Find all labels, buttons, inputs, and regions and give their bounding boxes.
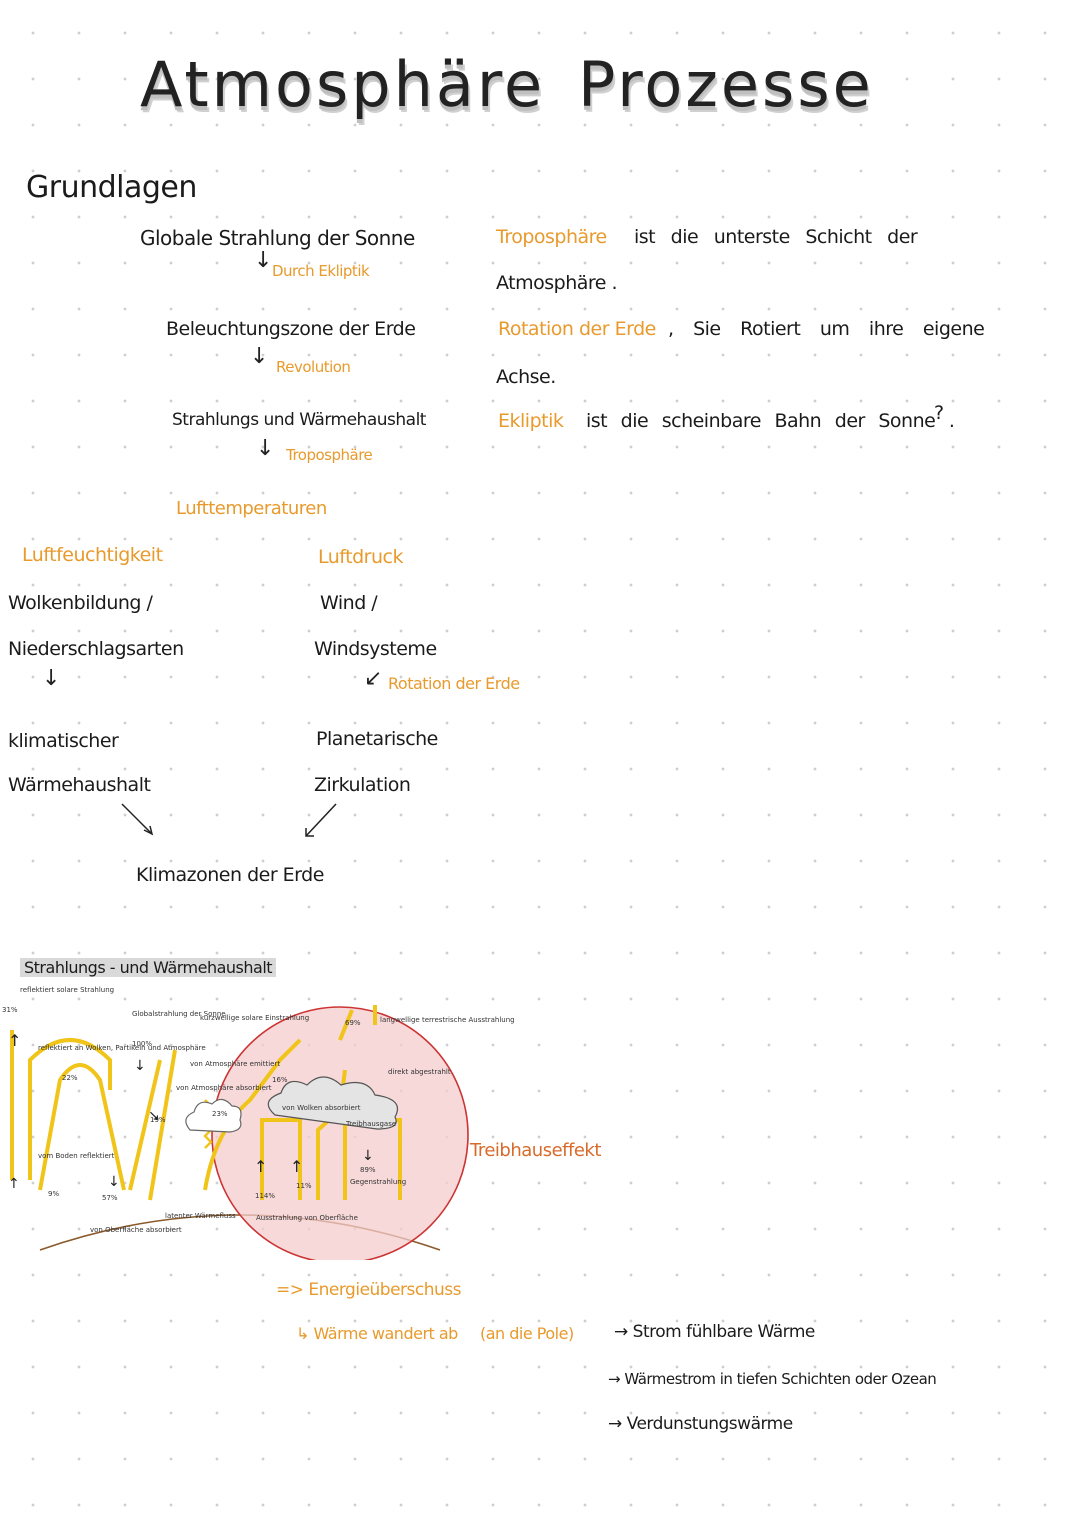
svg-text:23%: 23% (212, 1110, 228, 1118)
flow-right-note: Rotation der Erde (388, 674, 520, 693)
down-arrow-icon: ↓ (256, 436, 275, 461)
svg-text:↓: ↓ (134, 1058, 146, 1074)
svg-text:↓: ↓ (108, 1174, 120, 1190)
svg-text:↑: ↑ (8, 1031, 21, 1050)
svg-text:89%: 89% (360, 1166, 376, 1174)
svg-text:Gegenstrahlung: Gegenstrahlung (350, 1178, 406, 1186)
bullet-2: → Wärmestrom in tiefen Schichten oder Oz… (608, 1370, 937, 1388)
flow-left-4: Wärmehaushalt (8, 774, 151, 796)
flow-step-3: Strahlungs und Wärmehaushalt (172, 410, 426, 430)
svg-text:latenter Wärmefluss: latenter Wärmefluss (165, 1212, 236, 1220)
svg-text:langwellige terrestrische Auss: langwellige terrestrische Ausstrahlung (380, 1016, 515, 1024)
flow-right-1: Wind / (320, 592, 378, 614)
svg-text:reflektiert solare Strahlung: reflektiert solare Strahlung (20, 986, 114, 994)
svg-text:direkt abgestrahlt: direkt abgestrahlt (388, 1068, 451, 1076)
flow-left-3: klimatischer (8, 730, 119, 752)
cloud-icon (185, 1098, 242, 1133)
svg-text:von Atmosphäre emittiert: von Atmosphäre emittiert (190, 1060, 280, 1068)
svg-text:16%: 16% (272, 1076, 288, 1084)
to-poles: (an die Pole) (480, 1324, 574, 1343)
svg-text:↘: ↘ (148, 1108, 160, 1124)
svg-text:kurzwellige solare Einstrahlun: kurzwellige solare Einstrahlung (200, 1014, 309, 1022)
def-2-term: Rotation der Erde (498, 318, 656, 340)
flow-step-2: Beleuchtungszone der Erde (166, 318, 416, 340)
svg-text:reflektiert an Wolken, Partike: reflektiert an Wolken, Partikeln und Atm… (38, 1044, 206, 1052)
flow-step-1: Globale Strahlung der Sonne (140, 226, 415, 250)
down-arrow-icon: ↓ (254, 248, 273, 273)
page-title-part1: Atmosphäre (140, 48, 546, 121)
down-arrow-icon: ↓ (42, 666, 61, 691)
flow-right-head: Luftdruck (318, 546, 403, 568)
flow-right-4: Zirkulation (314, 774, 411, 796)
svg-text:19%: 19% (150, 1116, 166, 1124)
svg-text:9%: 9% (48, 1190, 59, 1198)
radiation-diagram: reflektiert solare Strahlung 31% Globals… (2, 986, 515, 1260)
svg-text:von Atmosphäre absorbiert: von Atmosphäre absorbiert (176, 1084, 272, 1092)
flow-note-3: Troposphäre (286, 446, 373, 464)
diagram-heading: Strahlungs - und Wärmehaushalt (20, 958, 277, 977)
energy-surplus: => Energieüberschuss (276, 1280, 462, 1300)
def-3-text: ist die scheinbare Bahn der Sonne . (586, 410, 955, 432)
svg-text:Globalstrahlung der Sonne: Globalstrahlung der Sonne (132, 1010, 226, 1018)
page-title-part2: Prozesse (578, 48, 874, 121)
svg-text:Treibhausgase: Treibhausgase (345, 1120, 396, 1128)
svg-text:↑: ↑ (8, 1176, 20, 1192)
bullet-1: → Strom fühlbare Wärme (614, 1322, 815, 1342)
svg-text:57%: 57% (102, 1194, 118, 1202)
svg-text:31%: 31% (2, 1006, 18, 1014)
greenhouse-label: Treibhauseffekt (470, 1140, 601, 1161)
def-1-term: Troposphäre (496, 226, 607, 248)
flow-note-2: Revolution (276, 358, 351, 376)
def-3-term: Ekliptik (498, 410, 564, 432)
svg-text:von Wolken absorbiert: von Wolken absorbiert (282, 1104, 361, 1112)
radiation-flows (10, 1005, 402, 1201)
merge-arrows (121, 803, 337, 837)
svg-text:↓: ↓ (362, 1148, 374, 1164)
def-1-text: ist die unterste Schicht der (634, 226, 918, 248)
flow-left-head: Luftfeuchtigkeit (22, 544, 163, 566)
svg-text:↑: ↑ (254, 1157, 267, 1176)
svg-text:von Oberfläche absorbiert: von Oberfläche absorbiert (90, 1226, 182, 1234)
flow-left-1: Wolkenbildung / (8, 592, 153, 614)
cloud-icon (267, 1076, 399, 1130)
flow-note-1: Durch Ekliptik (272, 262, 370, 280)
down-arrow-icon: ↙ (364, 666, 383, 691)
svg-text:Ausstrahlung von Oberfläche: Ausstrahlung von Oberfläche (256, 1214, 358, 1222)
def-1-text2: Atmosphäre . (496, 272, 618, 294)
svg-text:114%: 114% (255, 1192, 275, 1200)
flow-result: Klimazonen der Erde (136, 864, 324, 886)
section-heading: Grundlagen (26, 170, 197, 205)
flow-right-2: Windsysteme (314, 638, 437, 660)
heat-moves: ↳ Wärme wandert ab (296, 1324, 458, 1343)
down-arrow-icon: ↓ (250, 344, 269, 369)
svg-text:69%: 69% (345, 1019, 361, 1027)
def-2-text: , Sie Rotiert um ihre eigene (668, 318, 985, 340)
svg-text:↑: ↑ (290, 1157, 303, 1176)
def-2-text2: Achse. (496, 366, 556, 388)
svg-text:22%: 22% (62, 1074, 78, 1082)
svg-text:vom Boden reflektiert: vom Boden reflektiert (38, 1152, 115, 1160)
svg-text:100%: 100% (132, 1040, 152, 1048)
svg-text:11%: 11% (296, 1182, 312, 1190)
flow-step-4: Lufttemperaturen (176, 498, 327, 519)
flow-right-3: Planetarische (316, 728, 438, 750)
def-3-question: ? (934, 402, 944, 424)
flow-left-2: Niederschlagsarten (8, 638, 184, 660)
bullet-3: → Verdunstungswärme (608, 1414, 793, 1434)
atmosphere-circle (211, 1006, 469, 1260)
